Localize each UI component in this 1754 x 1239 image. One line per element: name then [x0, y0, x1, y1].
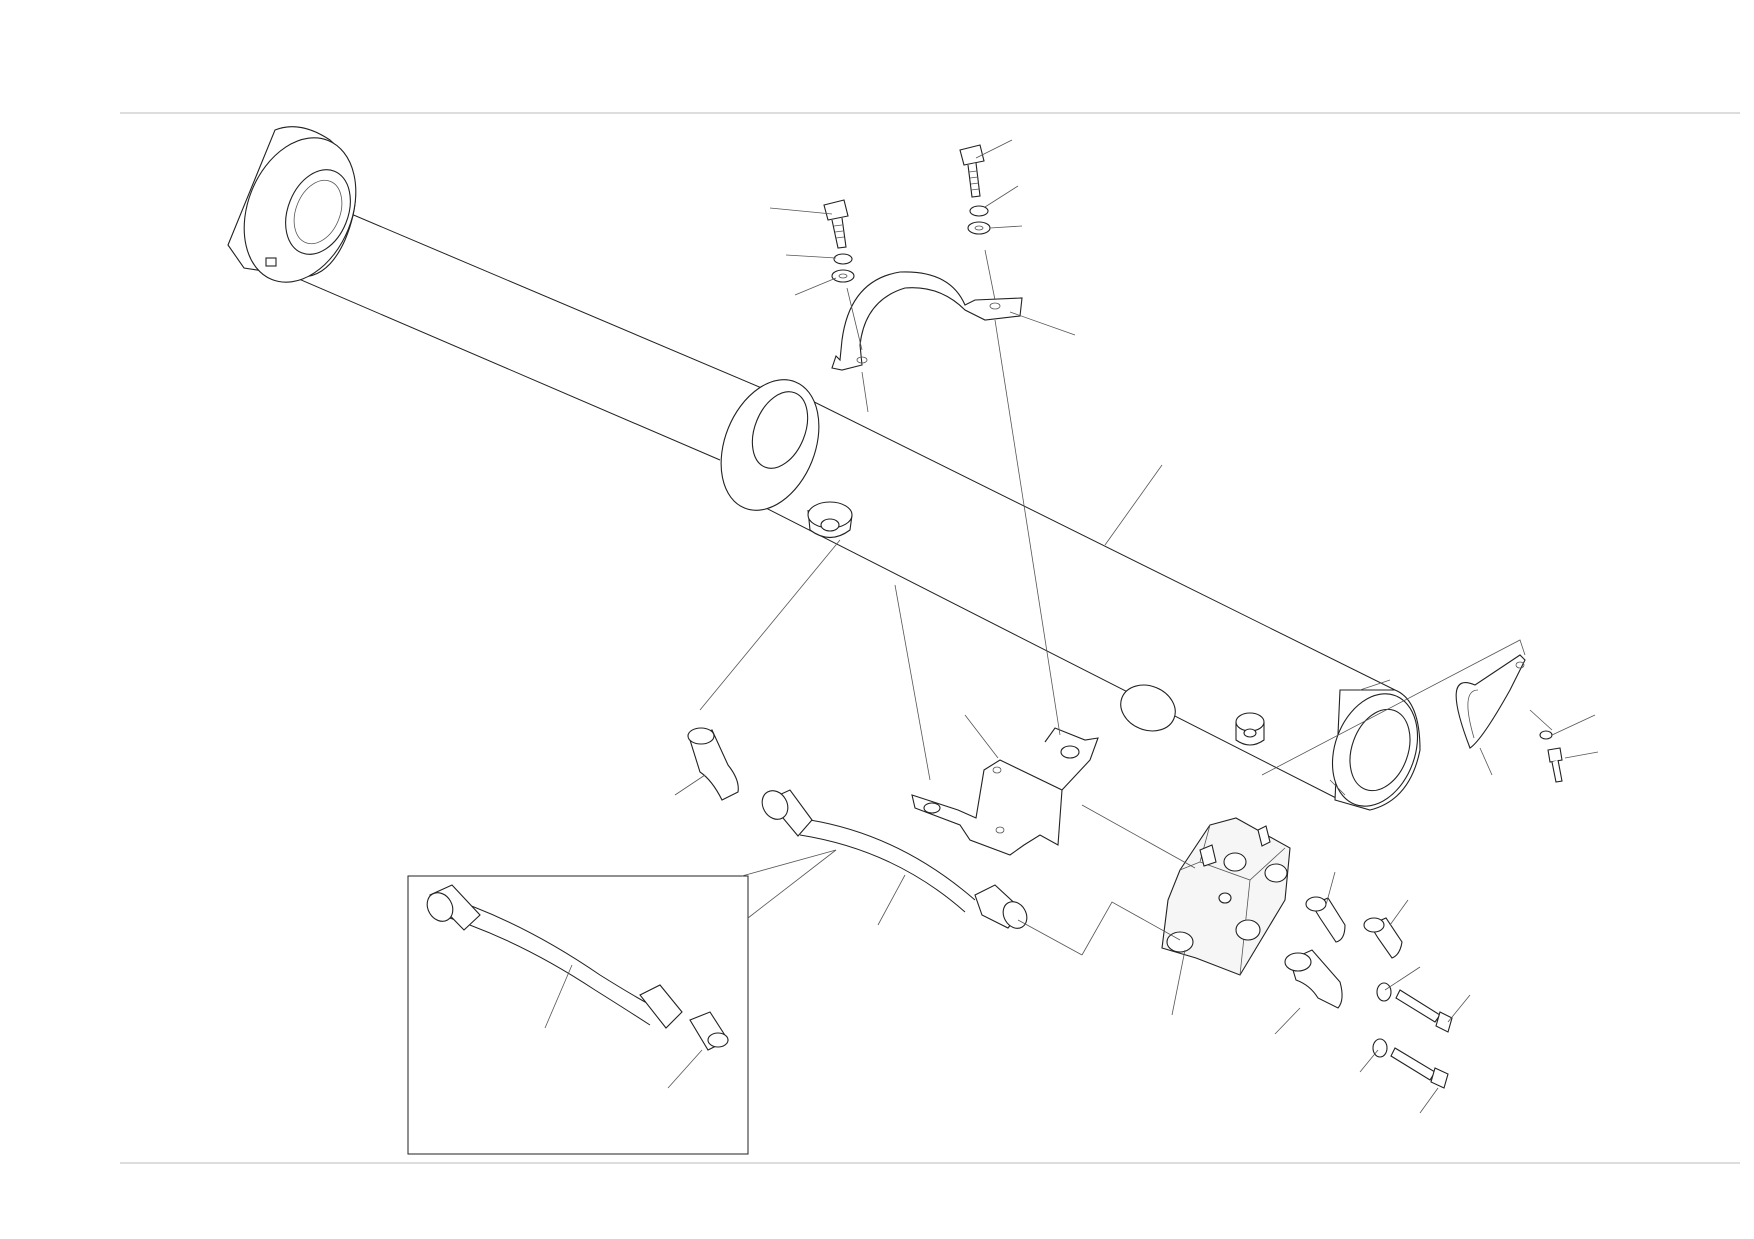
leader-lines — [544, 139, 1599, 1114]
spring-washer — [833, 253, 853, 265]
spring-washer — [969, 205, 989, 217]
port-boss-base-end — [1235, 712, 1265, 746]
washer — [1372, 1038, 1388, 1058]
cap-screw-lower — [1372, 1038, 1449, 1089]
port-C — [1166, 931, 1194, 953]
port-A — [1223, 852, 1247, 872]
hose-end-fitting-upper — [761, 789, 813, 837]
barrel-side-lug — [1120, 684, 1176, 732]
port-D — [1235, 919, 1261, 941]
pressure-adjuster — [1199, 825, 1271, 867]
flat-washer — [831, 269, 855, 283]
port-B — [1264, 863, 1288, 883]
hose-end-fitting — [639, 984, 683, 1029]
page-frame-rules — [120, 112, 1740, 1164]
p-clip-fastener — [1539, 730, 1563, 783]
straight-fitting-2 — [1363, 917, 1403, 959]
hex-bolt — [959, 144, 985, 198]
base-end-eye — [1329, 679, 1421, 811]
valve-mount-bracket — [911, 727, 1099, 856]
washer — [1539, 730, 1553, 740]
adapter-nut — [689, 1011, 729, 1051]
elbow-adaptor — [687, 727, 739, 801]
bolt-stack-left — [823, 199, 855, 283]
load-holding-valve-block — [1161, 817, 1291, 976]
detail-inset — [407, 875, 749, 1155]
cap-screw-upper — [1376, 982, 1453, 1033]
p-clip — [1455, 654, 1526, 749]
hose-end-fitting-lower — [974, 884, 1028, 929]
washer — [1376, 982, 1392, 1002]
hydraulic-cylinder-assembly — [227, 126, 1421, 811]
straight-fitting-1 — [1305, 896, 1346, 943]
rod-end-eye — [227, 126, 357, 283]
elbow-fitting — [1284, 949, 1343, 1009]
hex-bolt — [823, 199, 849, 249]
cylinder-barrel — [720, 379, 1396, 801]
saddle-clamp-bracket — [831, 271, 1023, 371]
port-boss-rod-end — [807, 501, 853, 539]
grease-nipple — [265, 257, 277, 267]
bolt-stack-right — [959, 144, 991, 235]
hose-end-fitting — [426, 884, 481, 931]
flat-washer — [967, 221, 991, 235]
